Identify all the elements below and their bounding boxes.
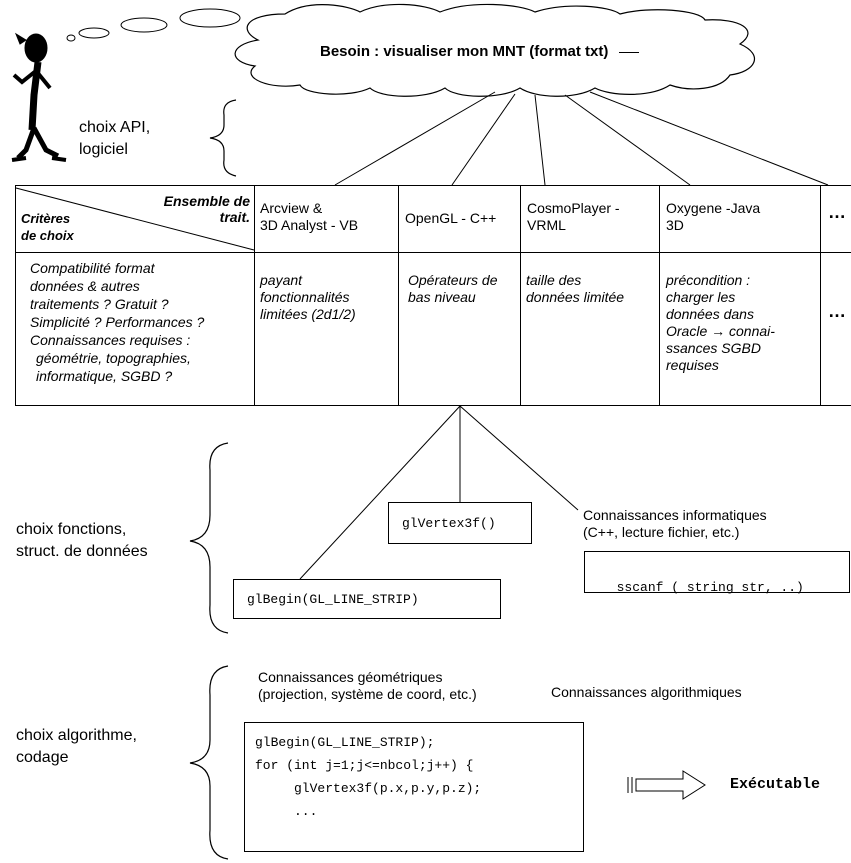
column-header-opengl: OpenGL - C++ [405,210,497,226]
glbegin-box: glBegin(GL_LINE_STRIP) [233,579,501,619]
column-header-arcview: Arcview & 3D Analyst - VB [260,200,359,233]
thought-bubble-large [179,8,241,28]
cell-oxygene: précondition : charger les données dans … [666,272,775,373]
criteria-cell: Compatibilité format données & autres tr… [30,260,205,384]
code-line: for (int j=1;j<=nbcol;j++) { [255,758,474,773]
cell-ellipsis: … [828,301,846,321]
thinking-person-icon [11,32,67,162]
choice-table-grid [15,185,851,406]
code-box: glBegin(GL_LINE_STRIP); for (int j=1;j<=… [244,722,584,852]
brace-functions [189,442,229,634]
code-line: glVertex3f(p.x,p.y,p.z); [255,781,482,796]
thought-bubble-medium [78,27,110,39]
algorithmic-knowledge-label: Connaissances algorithmiques [551,684,742,700]
column-header-cosmoplayer: CosmoPlayer - VRML [527,200,620,233]
column-header-ellipsis: … [828,202,846,222]
brace-algorithm [189,665,229,860]
function-connectors [299,405,579,580]
cell-cosmoplayer: taille des données limitée [526,272,625,305]
executable-label: Exécutable [730,776,821,793]
brace-api [209,99,237,177]
geometric-knowledge-label: Connaissances géométriques (projection, … [258,669,477,702]
level-algorithm-label: choix algorithme, codage [16,727,137,766]
level-functions-label: choix fonctions, struct. de données [16,521,148,560]
code-line: glBegin(GL_LINE_STRIP); [255,735,435,750]
column-header-oxygene: Oxygene -Java 3D [666,200,761,233]
code-line: ... [255,804,318,819]
cell-arcview: payant fonctionnalités limitées (2d1/2) [260,272,356,322]
table-corner-bottom: Critères de choix [21,211,74,243]
computer-knowledge-label: Connaissances informatiques (C++, lectur… [583,507,767,540]
thought-bubble-medium [120,17,168,33]
level-api-label: choix API, logiciel [79,119,151,158]
table-corner-top: Ensemble de trait. [163,193,250,225]
result-arrow-icon [627,770,706,800]
cell-opengl: Opérateurs de bas niveau [408,272,498,305]
need-text: Besoin : visualiser mon MNT (format txt) [320,43,609,60]
cloud-connectors [334,91,829,186]
sscanf-box: sscanf ( string str, ..) [584,551,850,595]
glvertex3f-box: glVertex3f() [388,502,532,544]
thought-bubble-small [66,34,76,42]
need-label: Besoin : visualiser mon MNT (format txt) [320,43,639,60]
need-cloud [234,3,755,97]
